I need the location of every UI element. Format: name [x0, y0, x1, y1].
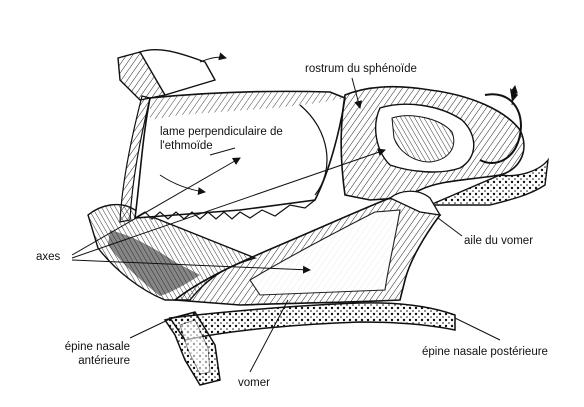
- label-aile-vomer: aile du vomer: [464, 235, 534, 247]
- dorsum: [429, 157, 549, 206]
- vomer-light: [249, 209, 401, 296]
- axis-arrow-top: [199, 52, 227, 63]
- sella-curl: [479, 93, 522, 164]
- label-rostrum: rostrum du sphénoïde: [305, 63, 417, 75]
- label-epine-posterieure: épine nasale postérieure: [422, 346, 548, 358]
- vomer-wing: [388, 190, 442, 216]
- label-vomer: vomer: [238, 377, 270, 389]
- pointer-epine-ant: [129, 317, 173, 339]
- plate-curve: [299, 104, 328, 196]
- pointer-axes-3: [71, 259, 311, 274]
- pointer-rostrum: [351, 77, 363, 109]
- axis-arrow-plate: [159, 174, 206, 196]
- pointer-axes-1: [71, 157, 241, 256]
- frontal-spine: [138, 48, 217, 96]
- axis-arrow-sella: [509, 85, 518, 106]
- label-epine-ant-line2: antérieure: [78, 355, 130, 367]
- pointer-vomer: [249, 299, 289, 373]
- label-epine-ant-line1: épine nasale: [64, 341, 130, 353]
- pointer-aile: [437, 217, 463, 237]
- label-lame-perpendiculaire: lame perpendiculaire de l'ethmoïde: [160, 125, 283, 153]
- perpendicular-plate-shade: [150, 91, 345, 120]
- plate-left-border: [119, 95, 151, 223]
- pointer-axes-2: [71, 148, 386, 259]
- plate-serrated-edge: [134, 199, 316, 220]
- label-epine-anterieure: épine nasale antérieure: [48, 340, 130, 368]
- pointer-lame: [209, 147, 236, 156]
- sphenoid-sinus-inner: [391, 115, 455, 163]
- label-lame-line2: l'ethmoïde: [160, 140, 213, 152]
- label-lame-line1: lame perpendiculaire de: [160, 126, 283, 138]
- maxilla-section-inner: [179, 319, 211, 375]
- palate: [168, 302, 456, 341]
- pointer-epine-post: [454, 317, 501, 341]
- label-axes: axes: [36, 251, 61, 263]
